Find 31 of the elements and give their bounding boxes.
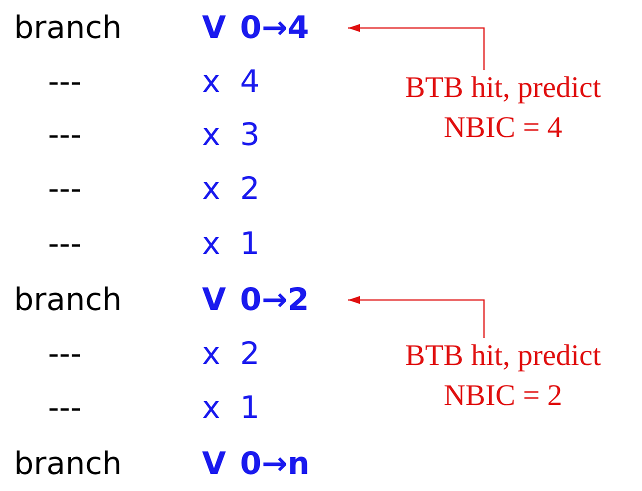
code-text: --- <box>48 64 82 100</box>
status-mark: x <box>202 226 220 262</box>
code-text: --- <box>48 226 82 262</box>
code-text: branch <box>14 446 122 482</box>
count-value: 1 <box>240 226 260 262</box>
callout-text: BTB hit, predict NBIC = 4 <box>372 68 634 148</box>
code-text: --- <box>48 171 82 207</box>
status-mark: x <box>202 171 220 207</box>
code-text: --- <box>48 117 82 153</box>
target-value: 0→2 <box>240 282 348 318</box>
count-value: 0→n <box>240 446 310 482</box>
status-mark: x <box>202 390 220 426</box>
count-value: 2 <box>240 336 260 372</box>
count-value: 2 <box>240 171 260 207</box>
code-text: --- <box>48 336 82 372</box>
count-value: 1 <box>240 390 260 426</box>
status-mark: x <box>202 336 220 372</box>
callout-text: BTB hit, predict NBIC = 2 <box>372 336 634 416</box>
status-mark: x <box>202 64 220 100</box>
count-value: 3 <box>240 117 260 153</box>
code-text: --- <box>48 390 82 426</box>
count-value: 4 <box>240 64 260 100</box>
leader-arrow <box>348 296 485 338</box>
target-value: 0→4 <box>240 10 348 46</box>
status-mark: V <box>202 10 226 46</box>
code-text: branch <box>14 10 122 46</box>
status-mark: x <box>202 117 220 153</box>
code-text: branch <box>14 282 122 318</box>
status-mark: V <box>202 446 226 482</box>
status-mark: V <box>202 282 226 318</box>
leader-arrow <box>348 24 485 70</box>
